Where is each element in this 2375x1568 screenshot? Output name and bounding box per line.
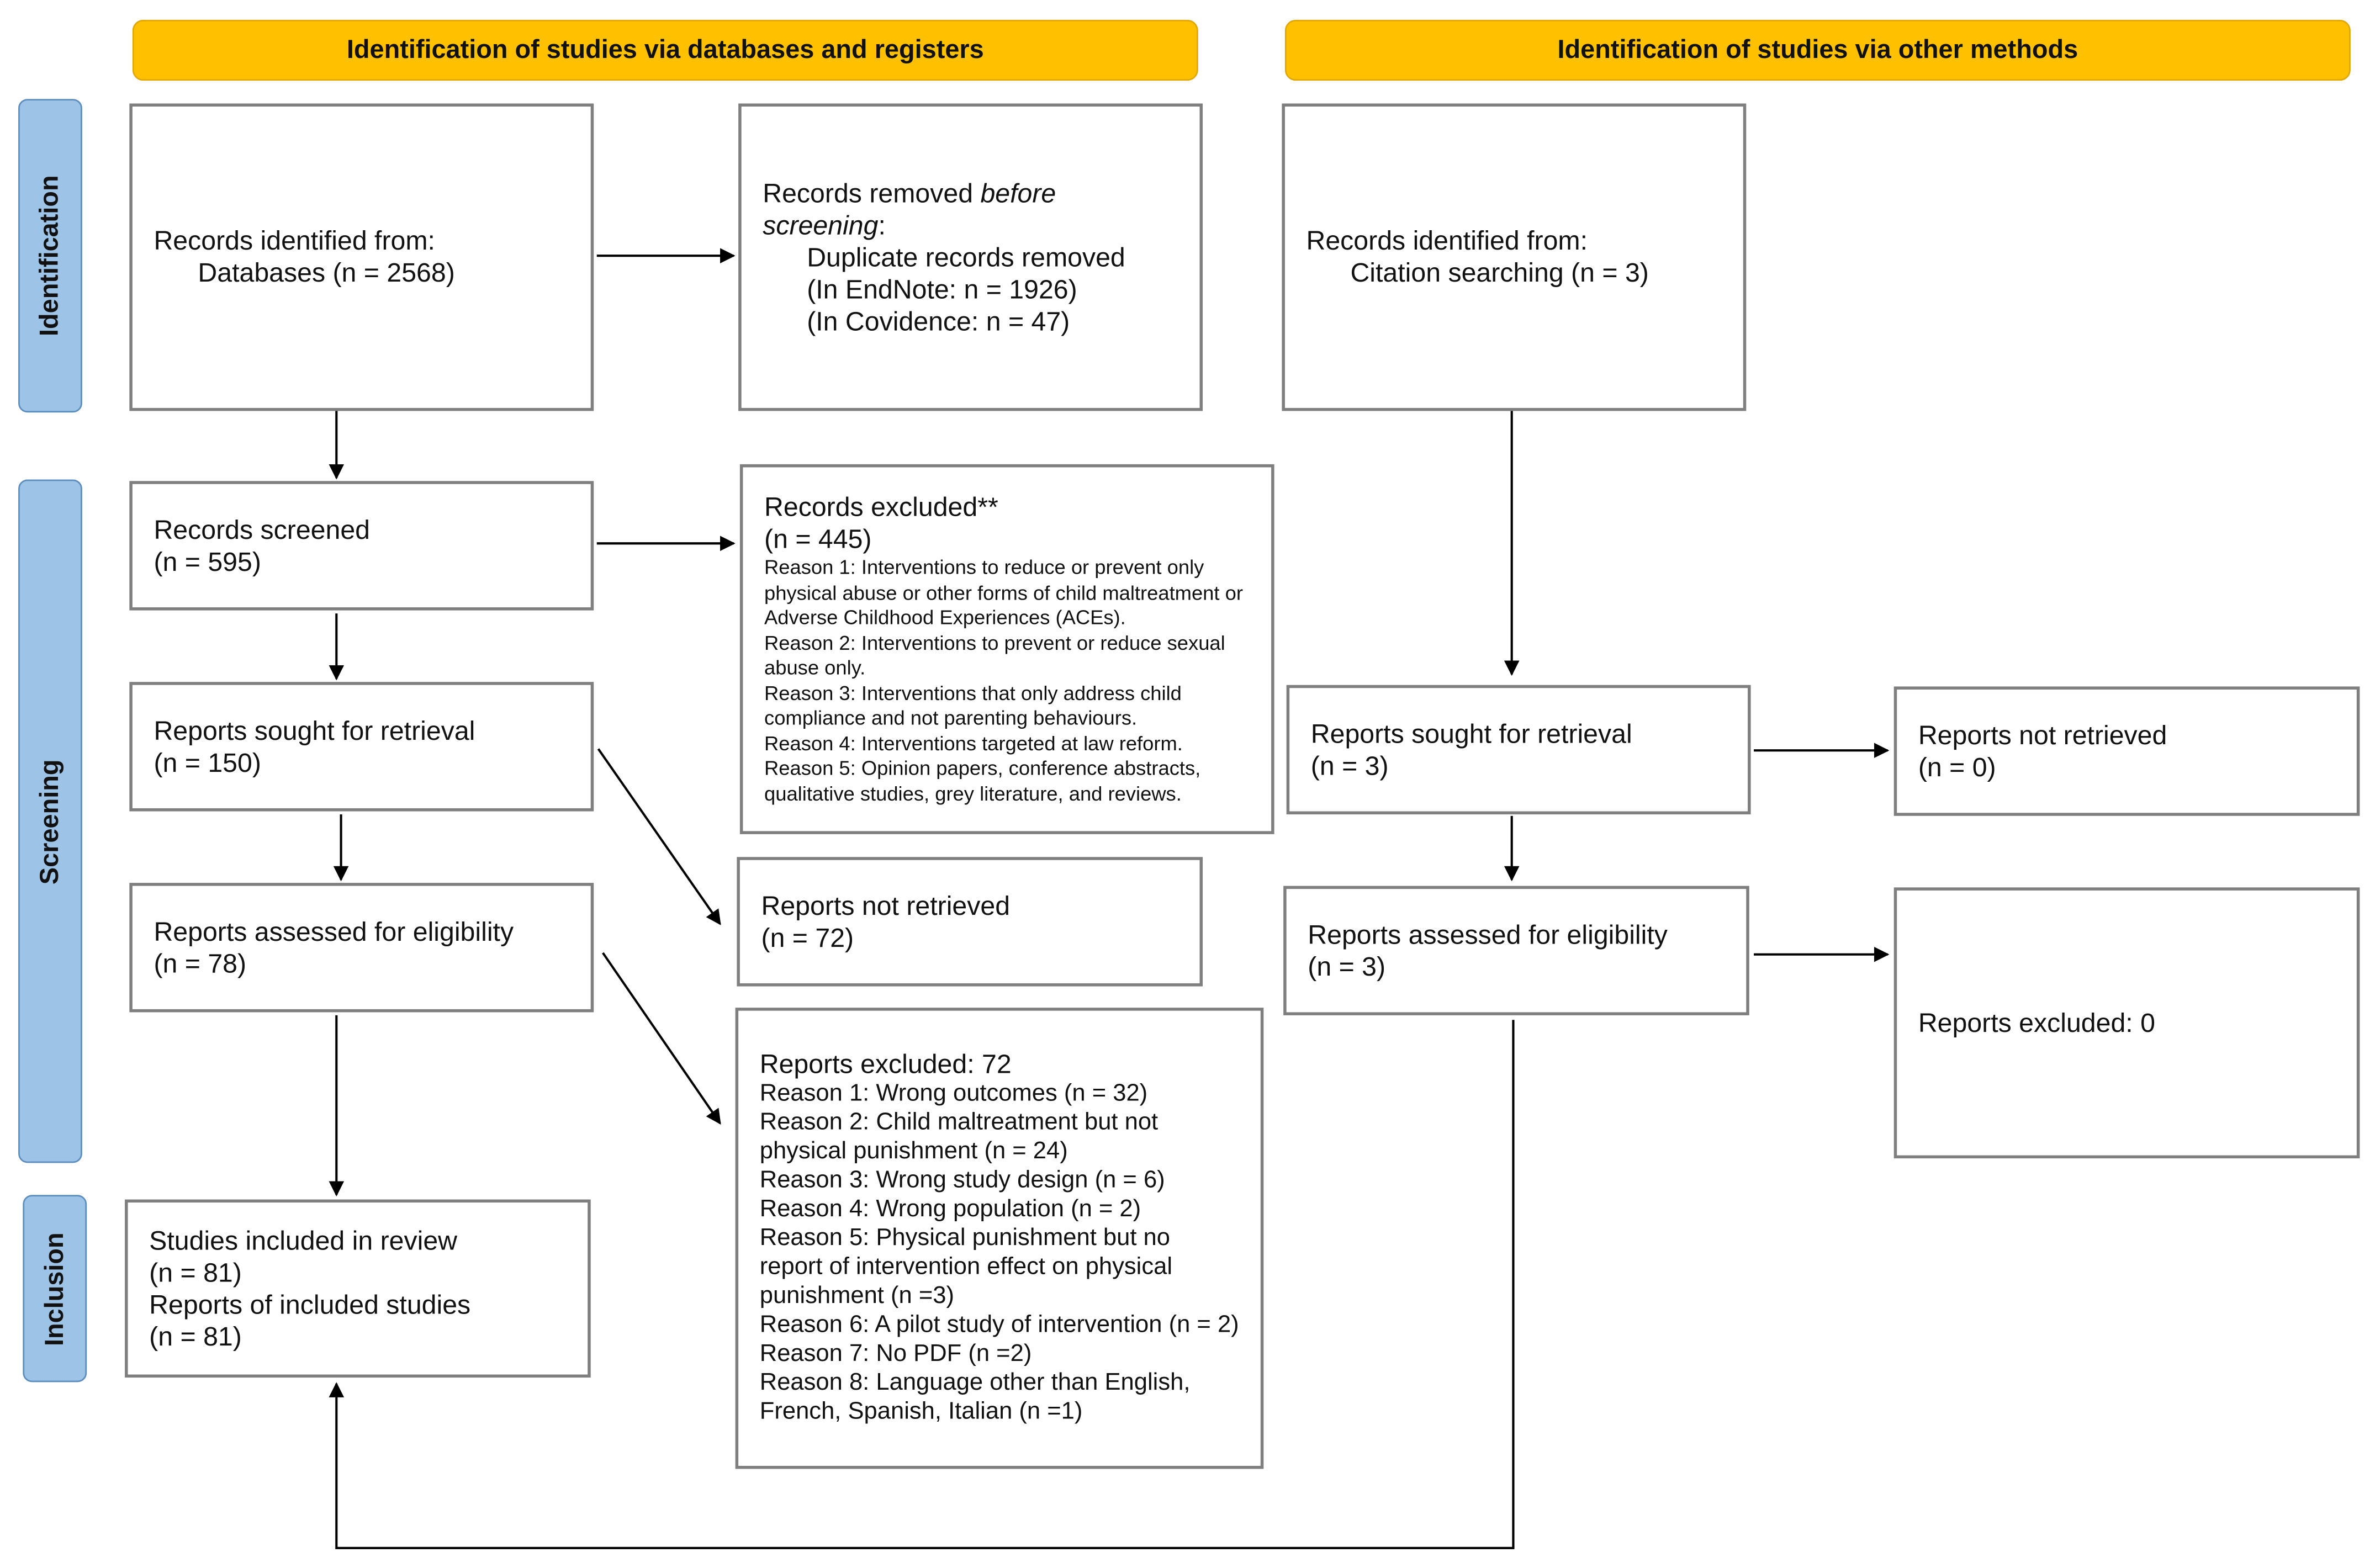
box-label: Records identified from:: [154, 225, 435, 256]
box-records-excluded: Records excluded** (n = 445) Reason 1: I…: [739, 464, 1274, 834]
exclusion-reason: Reason 3: Interventions that only addres…: [764, 681, 1182, 729]
exclusion-reason: Reason 8: Language other than English, F…: [759, 1370, 1191, 1425]
box-label: Reports of included studies: [149, 1288, 471, 1319]
box-line: (In EndNote: n = 1926): [807, 273, 1077, 304]
box-count: (n = 595): [154, 545, 261, 576]
box-label: Reports assessed for eligibility: [1308, 918, 1668, 949]
box-label: Records identified from:: [1306, 225, 1588, 256]
box-other-reports-assessed: Reports assessed for eligibility (n = 3): [1283, 886, 1749, 1015]
exclusion-reason: Reason 4: Wrong population (n = 2): [759, 1196, 1141, 1222]
box-label: Records removed before screening:: [763, 177, 1056, 240]
box-reports-excluded: Reports excluded: 72 Reason 1: Wrong out…: [735, 1008, 1264, 1469]
arrow-other-assessed-to-included: [329, 1020, 1515, 1549]
exclusion-reason: Reason 2: Interventions to prevent or re…: [764, 631, 1225, 679]
exclusion-reason: Reason 6: A pilot study of intervention …: [759, 1312, 1239, 1338]
box-label: Records excluded**: [764, 491, 998, 522]
exclusion-reason: Reason 7: No PDF (n =2): [759, 1341, 1032, 1367]
header-other-methods: Identification of studies via other meth…: [1284, 19, 2351, 81]
box-count: (n = 3): [1310, 749, 1389, 780]
exclusion-reason: Reason 1: Interventions to reduce or pre…: [764, 555, 1243, 629]
box-label: Reports not retrieved: [1918, 719, 2167, 750]
box-label: Reports sought for retrieval: [154, 714, 475, 745]
box-label: Records screened: [154, 513, 371, 544]
box-count: (n = 150): [154, 746, 261, 777]
box-reports-not-retrieved: Reports not retrieved (n = 72): [737, 857, 1203, 987]
box-label: Reports sought for retrieval: [1310, 717, 1632, 749]
box-label: Studies included in review: [149, 1225, 458, 1256]
box-records-identified-databases: Records identified from: Databases (n = …: [129, 103, 594, 411]
box-line: (In Covidence: n = 47): [807, 305, 1070, 336]
header-databases-text: Identification of studies via databases …: [346, 35, 984, 64]
exclusion-reason: Reason 1: Wrong outcomes (n = 32): [759, 1080, 1148, 1107]
box-label: Reports excluded: 0: [1918, 1007, 2155, 1037]
box-label: Reports excluded: 72: [759, 1048, 1012, 1079]
box-other-reports-not-retrieved: Reports not retrieved (n = 0): [1893, 686, 2360, 816]
box-count: (n = 445): [764, 523, 872, 554]
box-label: Reports assessed for eligibility: [154, 915, 514, 946]
box-label: Reports not retrieved: [761, 889, 1011, 920]
header-databases: Identification of studies via databases …: [132, 19, 1198, 81]
box-count: (n = 81): [149, 1256, 242, 1288]
arrow-assessed-to-excluded: [602, 952, 721, 1125]
box-other-reports-excluded: Reports excluded: 0: [1893, 887, 2360, 1159]
header-other-text: Identification of studies via other meth…: [1557, 35, 2078, 64]
exclusion-reason: Reason 4: Interventions targeted at law …: [764, 731, 1183, 755]
box-line: Duplicate records removed: [807, 241, 1125, 272]
exclusion-reason: Reason 3: Wrong study design (n = 6): [759, 1167, 1165, 1194]
box-records-identified-citation: Records identified from: Citation search…: [1282, 103, 1747, 411]
box-detail: Citation searching (n = 3): [1350, 257, 1649, 288]
exclusion-reason: Reason 2: Child maltreatment but not phy…: [759, 1109, 1159, 1165]
box-detail: Databases (n = 2568): [198, 257, 455, 288]
box-other-reports-sought: Reports sought for retrieval (n = 3): [1286, 685, 1751, 814]
box-count: (n = 78): [154, 947, 247, 978]
exclusion-reason: Reason 5: Opinion papers, conference abs…: [764, 756, 1201, 805]
box-count: (n = 0): [1918, 751, 1996, 782]
exclusion-reason: Reason 5: Physical punishment but no rep…: [759, 1225, 1173, 1310]
box-count: (n = 81): [149, 1320, 242, 1351]
box-count: (n = 72): [761, 921, 854, 952]
phase-inclusion: Inclusion: [23, 1195, 87, 1382]
box-count: (n = 3): [1308, 950, 1386, 981]
box-reports-assessed: Reports assessed for eligibility (n = 78…: [129, 883, 594, 1013]
box-reports-sought: Reports sought for retrieval (n = 150): [129, 682, 594, 812]
box-studies-included: Studies included in review (n = 81) Repo…: [125, 1199, 591, 1378]
box-records-removed: Records removed before screening: Duplic…: [738, 103, 1203, 411]
box-records-screened: Records screened (n = 595): [129, 481, 594, 611]
phase-identification: Identification: [18, 99, 82, 413]
phase-screening: Screening: [18, 479, 82, 1163]
arrow-sought-to-not-retrieved: [597, 748, 721, 925]
